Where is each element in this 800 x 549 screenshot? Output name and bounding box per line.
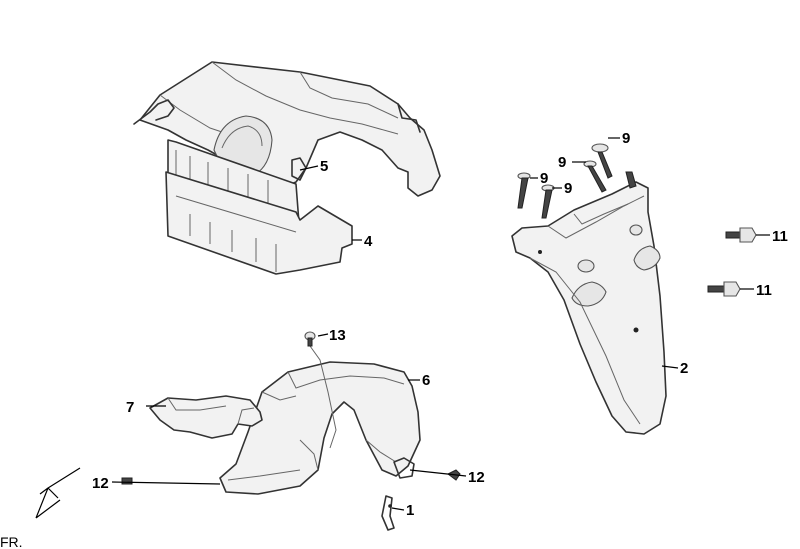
callout-9-left: 9 bbox=[540, 170, 548, 187]
screw-9c bbox=[517, 172, 531, 209]
callout-4: 4 bbox=[364, 233, 373, 250]
callout-labels: 5 4 6 7 2 1 13 12 12 9 9 9 9 11 11 bbox=[92, 130, 788, 519]
callout-9-lower: 9 bbox=[564, 180, 572, 197]
front-label: FR. bbox=[0, 534, 23, 549]
screw-9d bbox=[541, 184, 555, 219]
callout-6: 6 bbox=[422, 372, 430, 389]
callout-5: 5 bbox=[320, 158, 328, 175]
callout-2: 2 bbox=[680, 360, 688, 377]
bolt-11b bbox=[707, 281, 741, 297]
fastener-12a bbox=[121, 477, 133, 485]
flap-7-body bbox=[149, 395, 263, 439]
bolt-11a bbox=[725, 227, 757, 243]
bracket-1 bbox=[381, 495, 395, 531]
rear-fender bbox=[511, 181, 667, 435]
fender-hole-1 bbox=[577, 259, 595, 273]
fastener-13 bbox=[304, 331, 316, 347]
callout-7: 7 bbox=[126, 399, 134, 416]
inner-fender-assembly bbox=[149, 345, 421, 495]
callout-9-mid: 9 bbox=[558, 154, 566, 171]
lower-cover-panel bbox=[165, 171, 353, 275]
callout-1: 1 bbox=[406, 502, 414, 519]
front-arrow-icon bbox=[35, 467, 81, 519]
rear-fender-body bbox=[511, 181, 667, 435]
screw-set-9 bbox=[517, 143, 637, 219]
panel-4-body bbox=[165, 171, 353, 275]
screw-9a bbox=[591, 143, 613, 179]
callout-13: 13 bbox=[329, 327, 346, 344]
inner-fender-6-body bbox=[219, 361, 421, 495]
callout-11-bottom: 11 bbox=[756, 282, 772, 299]
leader-lines bbox=[111, 137, 770, 511]
callout-11-top: 11 bbox=[772, 228, 788, 245]
screw-9e bbox=[625, 171, 637, 189]
callout-9-top: 9 bbox=[622, 130, 630, 147]
front-direction-indicator: FR. bbox=[0, 467, 81, 549]
callout-12-right: 12 bbox=[468, 469, 485, 486]
fender-hole-2 bbox=[629, 224, 643, 236]
screw-9b bbox=[583, 160, 607, 193]
callout-12-left: 12 bbox=[92, 475, 109, 492]
fender-slot-right bbox=[633, 245, 661, 271]
